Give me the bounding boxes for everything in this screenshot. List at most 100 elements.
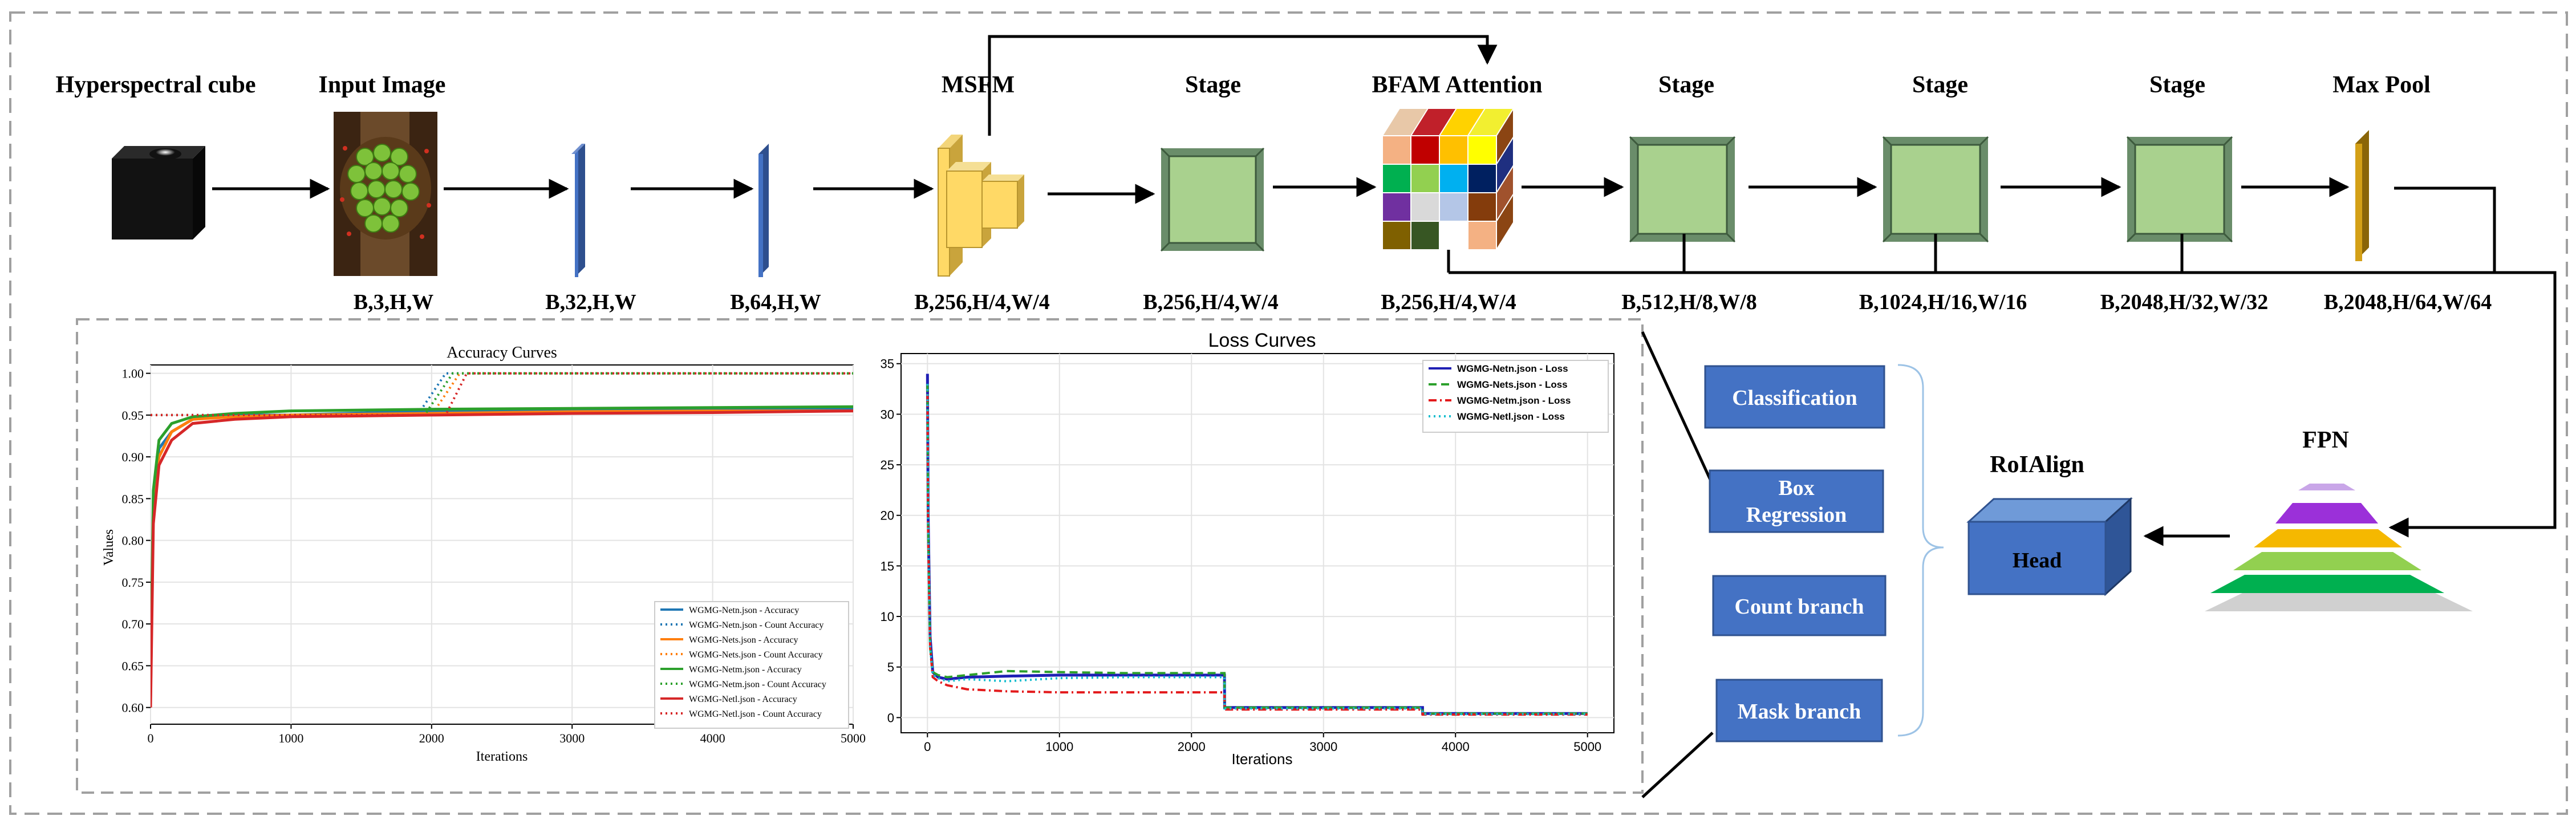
shape-label-msfm: B,256,H/4,W/4 (914, 290, 1050, 314)
series-line-7 (151, 372, 853, 416)
legend-label: WGMG-Netm.json - Loss (1457, 395, 1571, 406)
loss-chart: Loss Curves 0 5 10 15 20 25 30 35 0 1000 2000 3000… (881, 330, 1614, 768)
xtick-label: 3000 (1309, 740, 1337, 754)
shape-label-stage4: B,2048,H/32,W/32 (2100, 290, 2269, 314)
fpn-pyramid-icon (2205, 484, 2473, 611)
count-branch-label: Count branch (1735, 595, 1864, 619)
ytick-label: 5 (887, 660, 894, 675)
legend-label: WGMG-Netn.json - Count Accuracy (689, 620, 823, 630)
legend-label: WGMG-Netn.json - Accuracy (689, 606, 799, 615)
mask-branch: Mask branch (1715, 679, 1883, 742)
stage-title-maxpool: Max Pool (2332, 72, 2430, 98)
xtick-label: 2000 (419, 731, 444, 745)
stage-title-bfam: BFAM Attention (1372, 72, 1542, 98)
stage-block-1 (1160, 147, 1265, 252)
legend-frame (1422, 360, 1609, 433)
legend-label: WGMG-Nets.json - Accuracy (689, 635, 798, 645)
maxpool-block (2355, 130, 2369, 261)
stage-title-stage1: Stage (1185, 72, 1241, 98)
loss-chart-title: Loss Curves (1208, 330, 1316, 351)
ytick-label: 0.75 (122, 575, 144, 590)
conv-block-32 (571, 144, 585, 277)
ytick-label: 20 (881, 509, 894, 523)
legend-label: WGMG-Nets.json - Loss (1457, 379, 1568, 390)
stage-block-2 (1629, 136, 1736, 243)
series-line-4 (151, 405, 853, 683)
accuracy-chart: Accuracy Curves 0.600.650.700.750.800.85… (102, 344, 866, 764)
classification-branch: Classification (1704, 365, 1885, 429)
xtick-label: 0 (924, 740, 931, 754)
stage-title-stage4: Stage (2149, 72, 2205, 98)
shape-label-stage1: B,256,H/4,W/4 (1143, 290, 1279, 314)
stage-title-hyperspectral: Hyperspectral cube (55, 72, 255, 98)
series-line-3 (926, 384, 1588, 716)
mask-branch-label: Mask branch (1738, 700, 1861, 724)
ytick-label: 1.00 (122, 367, 144, 381)
bfam-attention-cube-icon (1381, 106, 1515, 252)
ytick-label: 0.90 (122, 450, 144, 464)
xtick-label: 3000 (559, 731, 585, 745)
shape-label-stage2: B,512,H/8,W/8 (1621, 290, 1757, 314)
chart-panel-frame (76, 318, 1644, 794)
ytick-label: 0.80 (122, 534, 144, 548)
ytick-label: 30 (881, 407, 894, 421)
conv-block-64 (758, 144, 769, 277)
legend-label: WGMG-Netl.json - Accuracy (689, 695, 797, 704)
xtick-label: 1000 (278, 731, 303, 745)
box-regression-label: Box (1778, 476, 1814, 500)
ytick-label: 25 (881, 458, 894, 472)
ytick-label: 0.85 (122, 492, 144, 506)
msfm-block-icon (938, 135, 1024, 277)
pipeline-arrows (212, 35, 2557, 798)
xtick-label: 4000 (700, 731, 725, 745)
shape-label-bfam: B,256,H/4,W/4 (1381, 290, 1516, 314)
stage-block-3 (1882, 136, 1989, 243)
head-block: Head (1966, 497, 2133, 596)
ytick-label: 0.95 (122, 408, 144, 423)
stage-title-stage2: Stage (1658, 72, 1714, 98)
shape-label-input: B,3,H,W (354, 290, 433, 314)
legend-label: WGMG-Netm.json - Count Accuracy (689, 680, 826, 689)
shape-label-maxpool: B,2048,H/64,W/64 (2324, 290, 2492, 314)
ytick-label: 10 (881, 610, 894, 624)
outer-frame (9, 11, 2568, 815)
series-line-6 (151, 409, 853, 708)
classification-label: Classification (1732, 386, 1857, 410)
roialign-label: RoIAlign (1990, 452, 2084, 478)
series-line-5 (151, 372, 853, 416)
stage-block-4 (2126, 136, 2233, 243)
accuracy-ylabel: Values (102, 529, 116, 566)
legend-label: WGMG-Netl.json - Count Accuracy (689, 709, 822, 719)
xtick-label: 4000 (1442, 740, 1470, 754)
accuracy-legend: WGMG-Netn.json - AccuracyWGMG-Netn.json … (654, 601, 849, 729)
ytick-label: 35 (881, 357, 894, 371)
accuracy-xlabel: Iterations (476, 749, 528, 764)
ytick-label: 0 (887, 711, 894, 725)
legend-label: WGMG-Netn.json - Loss (1457, 363, 1568, 374)
xtick-label: 0 (148, 731, 154, 745)
head-label: Head (2013, 549, 2062, 573)
loss-xlabel: Iterations (1232, 750, 1293, 768)
legend-label: WGMG-Netm.json - Accuracy (689, 665, 802, 675)
ytick-label: 0.60 (122, 701, 144, 715)
legend-label: WGMG-Netl.json - Loss (1457, 411, 1565, 422)
xtick-label: 1000 (1045, 740, 1073, 754)
shape-label-64: B,64,H,W (730, 290, 821, 314)
branch-brace (1897, 364, 1944, 737)
stage-title-input: Input Image (319, 72, 446, 98)
shape-label-stage3: B,1024,H/16,W/16 (1859, 290, 2027, 314)
shape-label-32: B,32,H,W (545, 290, 636, 314)
fpn-label: FPN (2302, 427, 2349, 453)
legend-frame (654, 601, 849, 729)
ytick-label: 15 (881, 559, 894, 573)
ytick-label: 0.70 (122, 617, 144, 631)
accuracy-chart-title: Accuracy Curves (447, 344, 557, 362)
input-image-thumbnail (334, 112, 437, 276)
xtick-label: 2000 (1178, 740, 1206, 754)
count-branch: Count branch (1712, 575, 1887, 636)
stage-title-stage3: Stage (1912, 72, 1968, 98)
xtick-label: 5000 (841, 731, 866, 745)
hyperspectral-cube-icon (112, 146, 205, 240)
xtick-label: 5000 (1573, 740, 1601, 754)
